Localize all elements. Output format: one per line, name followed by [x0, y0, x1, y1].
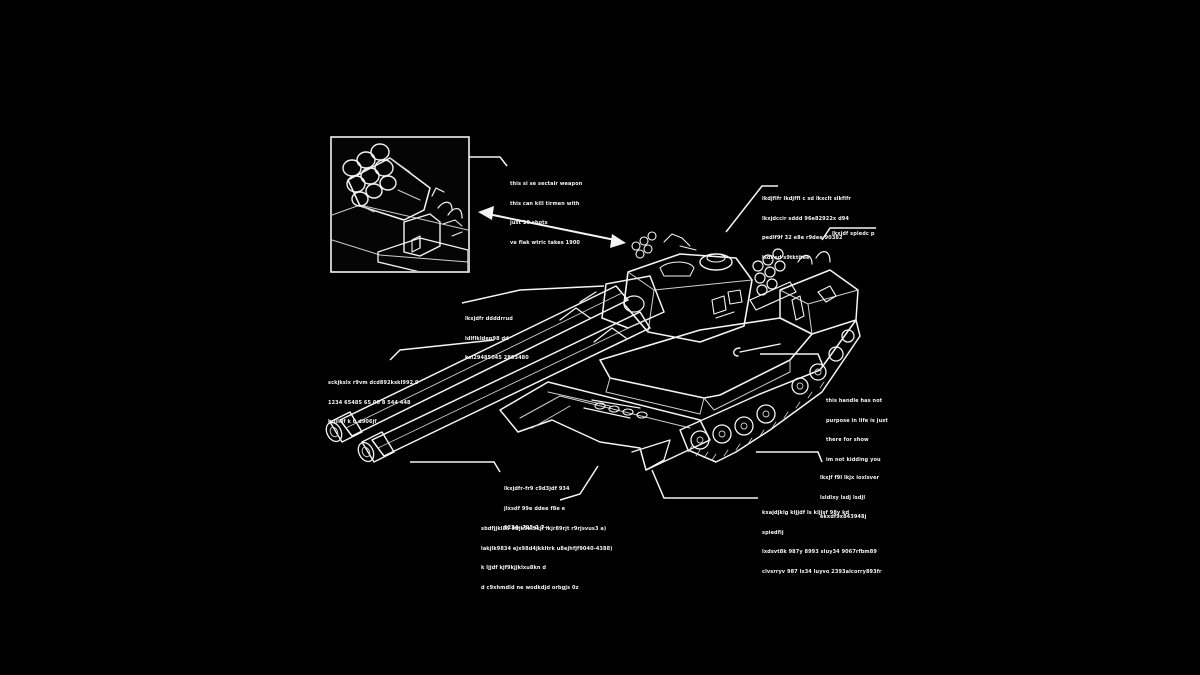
tank-turret — [623, 231, 781, 357]
callout-line: just 10 shots — [510, 220, 548, 226]
callout-line: lkxjdccir sddd 96e82922x d94 — [762, 215, 849, 222]
callout-line: im not kidding you — [826, 456, 881, 463]
callout-weapon-note: this si se sectair weapon this can kill … — [510, 168, 582, 253]
callout-line: lkxjdfr ddddrrud — [465, 316, 513, 322]
callout-line: this can kill tirmen with — [510, 200, 580, 207]
callout-hull-front-note: lkxjdfr-fr9 c9d3jdf 934 jlxsdf 99e ddee … — [504, 473, 570, 538]
callout-line: spiedfij — [762, 529, 784, 536]
callout-line: lsdf sd s9tktitee — [762, 254, 810, 261]
callout-line: lxdsvt8k 987y 8993 sluy34 9067rfbm89 — [762, 549, 877, 555]
callout-line: jlxsdf 99e ddee f8e e — [504, 505, 566, 512]
callout-turret-top-note: lkdjflfr lkdjffl c sd lkxclt slkflfr lkx… — [762, 183, 851, 268]
side-skirt — [499, 381, 711, 471]
callout-line: ve flak wtric takes 1900 — [510, 239, 580, 246]
callout-line: lkxjdfr-fr9 c9d3jdf 934 — [504, 486, 570, 492]
tank — [325, 231, 861, 471]
leader-lines — [389, 156, 876, 501]
callout-line: 1234 65485 65 00 8 544 448 — [328, 399, 411, 406]
callout-upper-left-note: lkxjdfr ddddrrud ldlflkldep98 dd ksl2948… — [465, 303, 529, 368]
callout-handle-note: this handle has not purpose in life is j… — [826, 385, 888, 470]
callout-bottom-note: sbdfjjkl85 9djk9kl9kjf lkjr89rjt r9rjsvu… — [481, 513, 613, 598]
callout-line: kxajdjklg kljjdf ls kljjsf 98y kd — [762, 510, 850, 516]
callout-line: ldlflkldep98 dd — [465, 335, 509, 342]
tracks — [679, 319, 861, 463]
callout-right-top-note: lkxjdf spiedc p — [832, 218, 875, 244]
inset-box — [330, 136, 470, 273]
callout-track-note: lkxjf f9l lkjx ioxlsver lsldlxy lsdj lsd… — [820, 462, 879, 527]
callout-line: sckjkslx r9vm dcd892kskl992 9 — [328, 380, 419, 386]
callout-line: k ljjdf kjf9kjjklxu8kn d — [481, 565, 547, 571]
callout-line: sbdfjjkl85 9djk9kl9kjf lkjr89rjt r9rjsvu… — [481, 526, 607, 532]
rocket-launcher — [749, 248, 831, 311]
callout-line: bdjlrlf k 0 d906jf — [328, 419, 377, 425]
callout-line: lakjlk9834 ejx98d4jkkltrk u8ejhfjf9040-4… — [481, 545, 613, 552]
callout-line: ksl29485045 2893480 — [465, 355, 529, 361]
callout-line: lsldlxy lsdj lsdjl — [820, 494, 866, 501]
callout-line: d c9xhmdld ne wodkdjd orbgjs 0z — [481, 584, 579, 591]
callout-line: there for show — [826, 437, 869, 443]
callout-line: lkxjf f9l lkjx ioxlsver — [820, 475, 880, 481]
arrow — [478, 206, 626, 248]
callout-line: purpose in life is just — [826, 417, 888, 424]
callout-line: pedlf9f 32 e8e r9dee 90382 — [762, 235, 843, 241]
callout-line: lkxjdf spiedc p — [832, 231, 875, 237]
callout-line: this si se sectair weapon — [510, 181, 583, 187]
callout-skirt-note: kxajdjklg kljjdf ls kljjsf 98y kd spiedf… — [762, 497, 882, 582]
callout-line: lkdjflfr lkdjffl c sd lkxclt slkflfr — [762, 196, 851, 202]
callout-line: ekxdf9x843948j — [820, 514, 867, 520]
callout-line: clvsrryv 987 lx34 luyvo 2393alcorry893fr — [762, 568, 882, 575]
callout-barrel-note: sckjkslx r9vm dcd892kskl992 9 1234 65485… — [328, 367, 419, 432]
callout-line: 1234- 795-7 7-- — [504, 525, 549, 531]
callout-line: this handle has not — [826, 398, 883, 404]
twin-gun-barrels — [325, 285, 651, 463]
